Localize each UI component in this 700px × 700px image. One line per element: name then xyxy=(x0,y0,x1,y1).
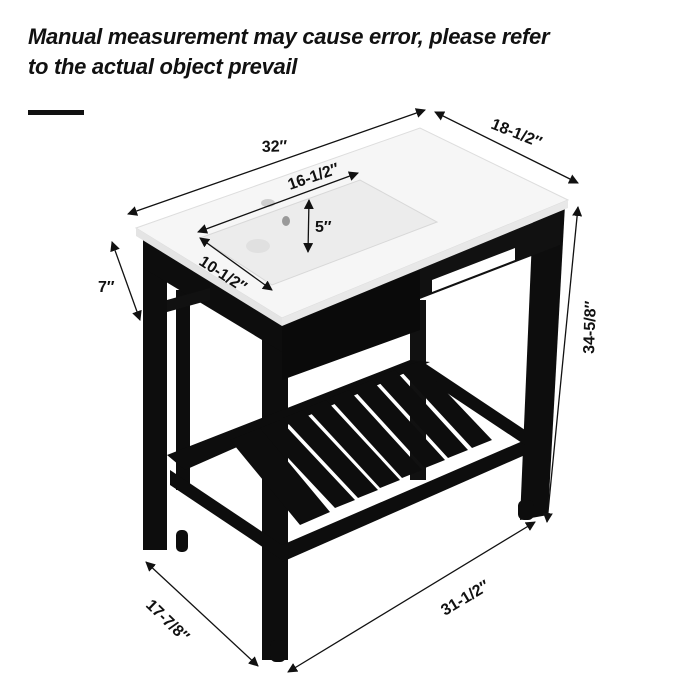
shelf-slats xyxy=(230,362,492,525)
dim-base-depth: 17-7/8″ xyxy=(142,597,192,646)
dim-total-height: 34-5/8″ xyxy=(581,300,600,354)
dim-top-width: 32″ xyxy=(262,138,288,156)
dim-base-width: 31-1/2″ xyxy=(438,577,493,619)
measurement-disclaimer: Manual measurement may cause error, plea… xyxy=(28,22,550,82)
disclaimer-line-2: to the actual object prevail xyxy=(28,54,298,79)
dim-apron-height: 7″ xyxy=(98,279,115,296)
overflow-icon xyxy=(282,216,290,226)
drain xyxy=(246,239,270,253)
dim-top-depth: 18-1/2″ xyxy=(489,116,545,152)
frame xyxy=(143,205,565,662)
divider-bar xyxy=(28,110,84,115)
disclaimer-line-1: Manual measurement may cause error, plea… xyxy=(28,24,550,49)
dim-basin-height: 5″ xyxy=(315,219,332,236)
